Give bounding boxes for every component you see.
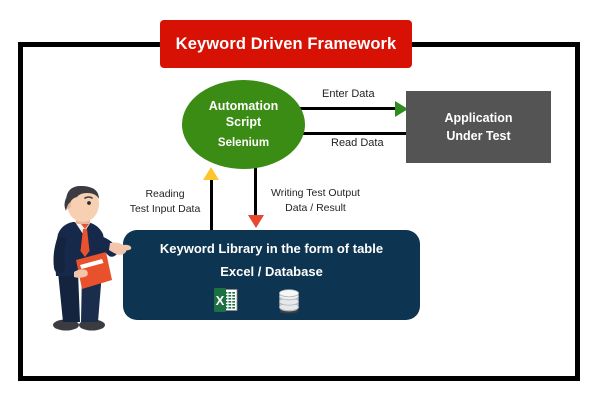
database-icon [279,289,299,314]
node-automation-script[interactable]: Automation Script Selenium [182,80,305,169]
node-automation-script-line3: Selenium [217,137,270,149]
read-data-line [230,132,410,135]
reading-test-input-arrowhead-icon [203,167,219,180]
enter-data-label: Enter Data [322,88,375,100]
writing-test-output-label-line2: Data / Result [285,202,346,214]
node-keyword-library-line1: Keyword Library in the form of table [159,241,384,256]
tester-person-illustration [53,186,132,331]
page-title: Keyword Driven Framework [175,34,397,53]
node-application-under-test[interactable]: Application Under Test [406,91,551,163]
node-application-under-test-line1: Application [444,111,513,125]
enter-data-line [232,107,397,110]
reading-test-input-label-line1: Reading [145,188,185,200]
diagram-title-banner: Keyword Driven Framework [160,20,412,68]
writing-test-output-label: Writing Test Output Data / Result [263,186,368,216]
excel-icon: X [214,288,238,312]
writing-test-output-arrowhead-icon [248,215,264,228]
read-data-label: Read Data [331,137,384,149]
writing-test-output-line [254,150,257,217]
node-automation-script-line1: Automation [208,99,279,113]
reading-test-input-label: Reading Test Input Data [125,187,205,217]
writing-test-output-label-line1: Writing Test Output [271,187,360,199]
enter-data-arrowhead-icon [395,101,408,117]
svg-text:X: X [216,293,225,308]
node-automation-script-line2: Script [225,115,262,129]
node-keyword-library-line2: Excel / Database [220,264,323,279]
reading-test-input-label-line2: Test Input Data [129,203,201,215]
node-keyword-library[interactable]: Keyword Library in the form of table Exc… [123,230,420,320]
reading-test-input-line [210,180,213,235]
node-application-under-test-line2: Under Test [446,129,511,143]
